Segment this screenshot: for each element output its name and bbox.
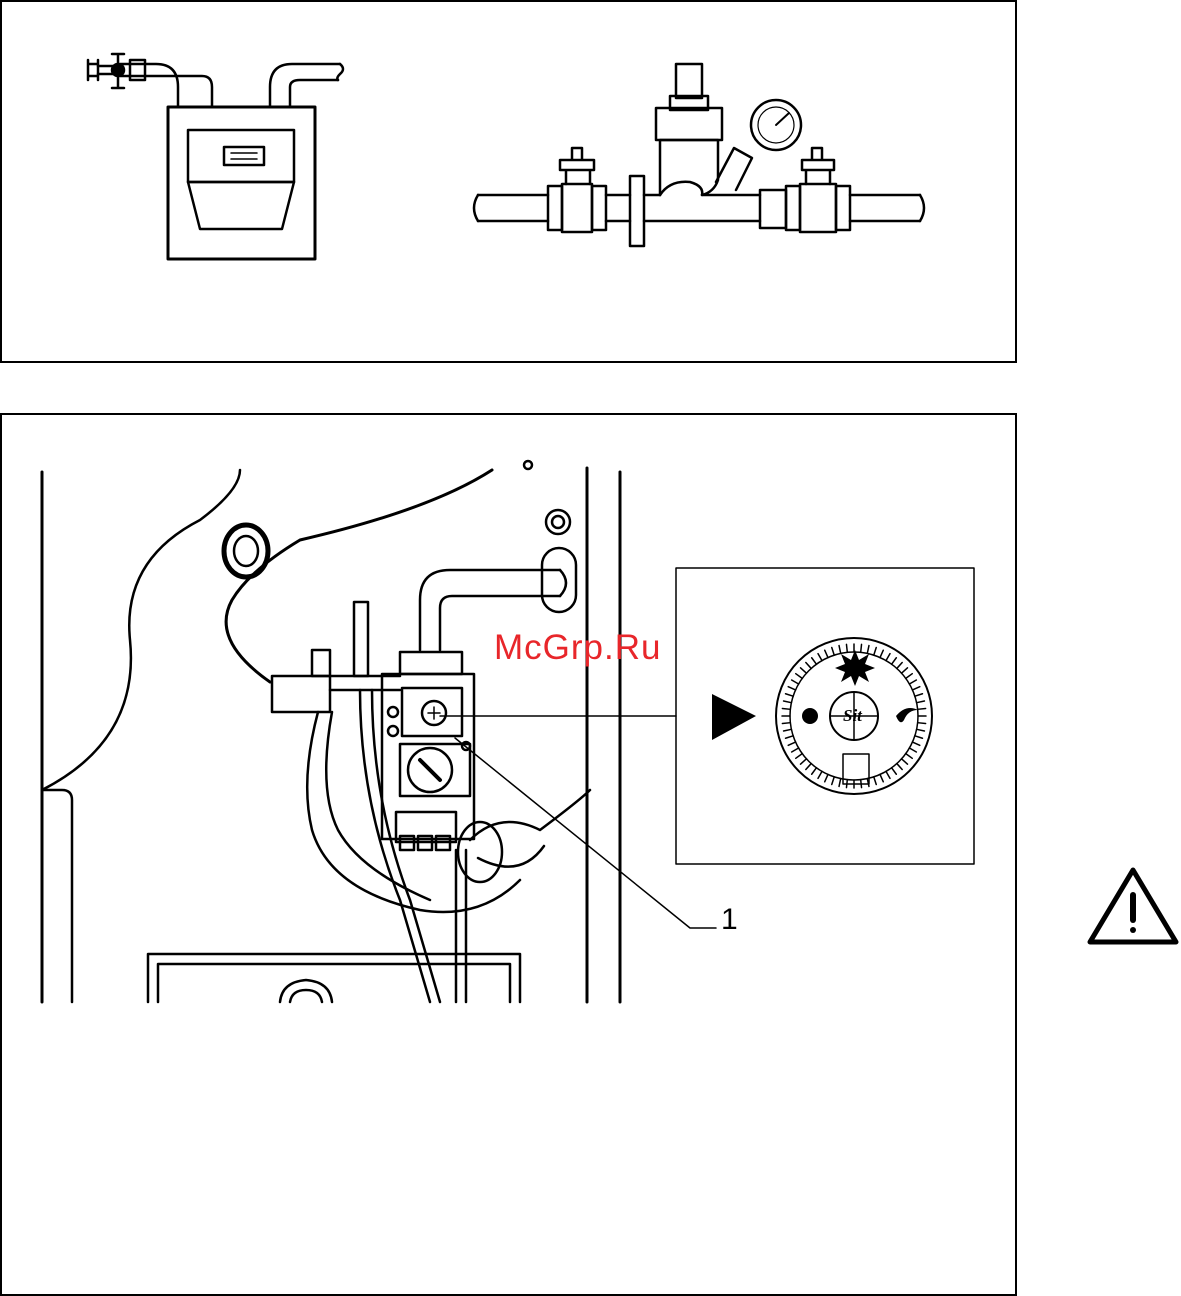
dial-tick <box>784 701 792 703</box>
dial-tick <box>806 764 811 770</box>
dial-tick <box>782 723 790 724</box>
dial-tick <box>918 723 926 724</box>
dial-tick <box>906 674 912 679</box>
dial-tick <box>867 646 869 654</box>
dial-tick <box>825 650 828 657</box>
watermark-text: McGrp.Ru <box>494 628 661 668</box>
dial-tick <box>909 748 916 752</box>
dial-tick <box>788 742 795 745</box>
warning-triangle-icon <box>1090 870 1176 942</box>
dial-tick <box>918 708 926 709</box>
dial-tick <box>818 654 822 661</box>
dial-tick <box>812 768 817 774</box>
dial-tick <box>800 759 806 764</box>
dial-tick <box>818 771 822 778</box>
dial-tick <box>917 729 925 731</box>
dial-tick <box>912 687 919 690</box>
dial-tick <box>915 694 923 696</box>
dial-tick <box>839 779 841 787</box>
brand-logo: Sit <box>843 706 862 726</box>
dial-tick <box>902 759 908 764</box>
dial-tick <box>786 694 794 696</box>
dial-tick <box>786 736 794 738</box>
dial-tick <box>880 774 883 781</box>
dial-tick <box>796 754 802 759</box>
dial-tick <box>832 648 834 656</box>
dial-tick <box>796 674 802 679</box>
dial-tick <box>846 644 847 652</box>
dial-tick <box>782 708 790 709</box>
dial-tick <box>915 736 923 738</box>
dial-tick <box>886 771 890 778</box>
dial-tick <box>917 701 925 703</box>
dial-tick <box>792 748 799 752</box>
dial-tick <box>892 768 897 774</box>
dial-tick <box>800 668 806 673</box>
dial-tick <box>788 687 795 690</box>
dial-tick <box>792 680 799 684</box>
dial-tick <box>886 654 890 661</box>
callout-number: 1 <box>721 903 738 937</box>
boiler-gas-valve-icon <box>42 461 716 1002</box>
dial-tick <box>861 644 862 652</box>
dial-tick <box>906 754 912 759</box>
dial-tick <box>784 729 792 731</box>
dial-tick <box>839 646 841 654</box>
dial-tick <box>806 662 811 668</box>
gas-meter-icon <box>88 54 343 259</box>
pressure-reducer-valve-icon <box>474 64 924 246</box>
dial-tick <box>874 777 876 785</box>
dial-tick <box>909 680 916 684</box>
dial-tick <box>897 662 902 668</box>
dial-tick <box>912 742 919 745</box>
dial-tick <box>880 650 883 657</box>
ignition-dial-icon <box>676 568 974 864</box>
dial-tick <box>874 648 876 656</box>
dial-tick <box>832 777 834 785</box>
dial-tick <box>825 774 828 781</box>
dial-tick <box>902 668 908 673</box>
dial-tick <box>892 658 897 664</box>
dial-tick <box>812 658 817 664</box>
dial-tick <box>897 764 902 770</box>
